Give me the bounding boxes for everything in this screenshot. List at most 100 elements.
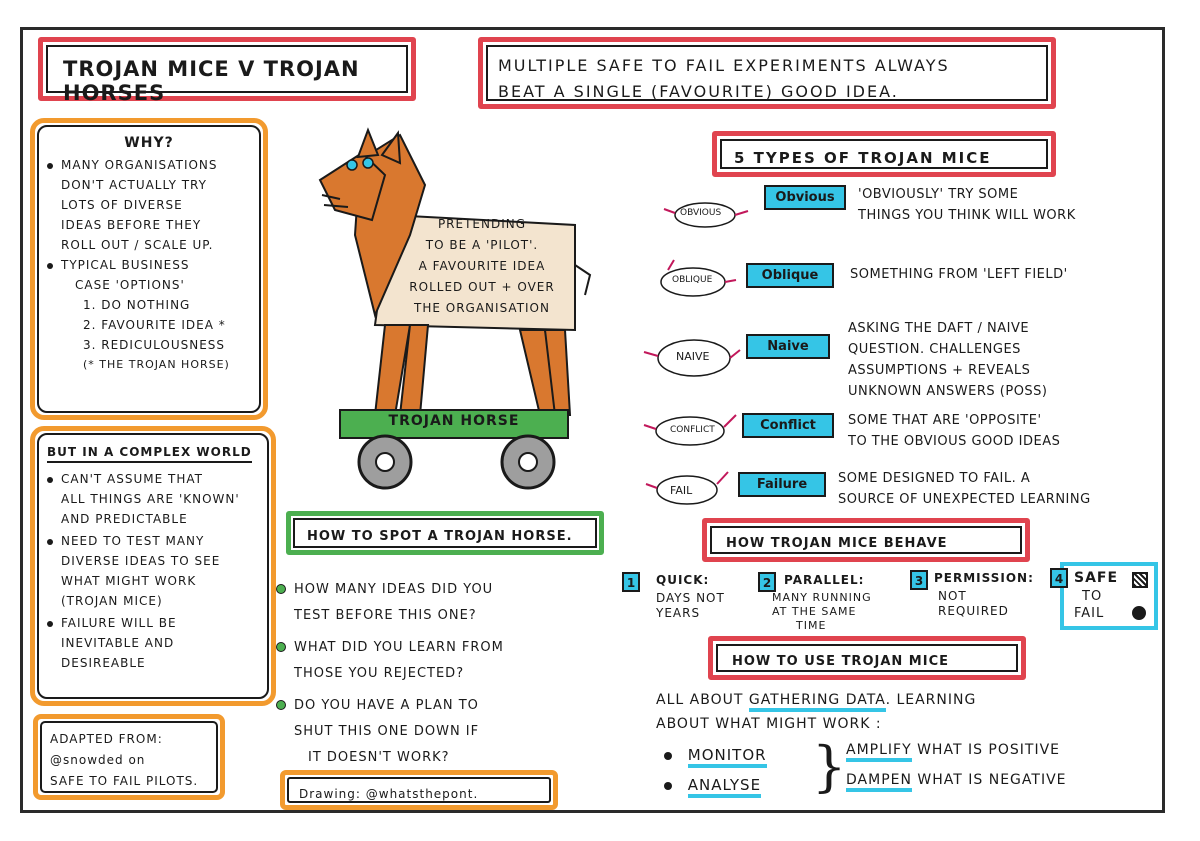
- poster-frame: [20, 27, 1165, 813]
- complex-b1-l2: all things are 'known': [61, 492, 240, 506]
- complex-b2-l2: diverse ideas to see: [61, 554, 221, 568]
- behave-sub-4-l2: fail: [1074, 606, 1105, 621]
- behave-sub-1-l1: Days not: [656, 591, 725, 605]
- spot-q2-l2: those you rejected?: [294, 666, 465, 681]
- behave-heading: How Trojan mice behave: [726, 536, 948, 551]
- spot-q1-l1: How many ideas did you: [294, 582, 494, 597]
- mouse-naive-label: Naive: [676, 350, 710, 363]
- credit-box: Adapted from: @snowded on safe to fail p…: [33, 714, 225, 800]
- horse-mouth: [321, 194, 349, 208]
- spot-question-3: Do you have a plan to shut this one down…: [276, 693, 596, 771]
- why-b1-l5: roll out / scale up.: [61, 238, 214, 252]
- horse-wheel-right-hub: [518, 452, 538, 472]
- headline-line-2: beat a single (favourite) good idea.: [498, 82, 899, 101]
- why-option-2: 2. Favourite idea *: [83, 318, 226, 332]
- spot-questions: How many ideas did you test before this …: [276, 577, 596, 771]
- desc-obvious-l1: 'Obviously' try some: [858, 187, 1019, 202]
- use-monitor-row: Monitor: [664, 746, 767, 768]
- behave-sub-3: Not required: [938, 589, 1009, 619]
- why-heading: Why?: [124, 135, 174, 151]
- credit-line-3: safe to fail pilots.: [50, 774, 199, 788]
- behave-title-2: Parallel:: [784, 573, 865, 587]
- desc-failure-l1: Some designed to fail. A: [838, 471, 1031, 486]
- tag-naive: Naive: [746, 334, 830, 359]
- spot-q2-l1: What did you learn from: [294, 640, 504, 655]
- horse-leg-4: [543, 329, 572, 416]
- horse-eye-2: [362, 157, 374, 169]
- complex-b2-l3: what might work: [61, 574, 197, 588]
- drawing-credit: Drawing: @whatsthepont.: [299, 787, 479, 801]
- behave-title-3: Permission:: [934, 571, 1034, 585]
- spot-q3-l2: shut this one down if: [294, 724, 480, 739]
- mouse-naive-icon: [643, 339, 741, 377]
- complex-b1-l1: Can't assume that: [61, 472, 203, 486]
- tag-failure: Failure: [738, 472, 826, 497]
- trojan-horse-illustration: [318, 127, 592, 490]
- mouse-oblique-label: Oblique: [672, 275, 713, 285]
- why-option-1: 1. Do nothing: [83, 298, 191, 312]
- horse-base-label: Trojan Horse: [388, 413, 520, 429]
- why-options: 1. Do nothing 2. Favourite idea * 3. Red…: [47, 295, 251, 375]
- types-heading: 5 types of Trojan mice: [734, 149, 992, 167]
- mouse-fail-icon: [645, 471, 729, 505]
- why-option-3: 3. Rediculousness: [83, 338, 226, 352]
- horse-speech-l4: rolled out + over: [409, 280, 555, 294]
- use-line-1: All about gathering data. Learning: [656, 688, 976, 712]
- use-heading-box: How to use Trojan mice: [708, 636, 1026, 680]
- desc-oblique: Something from 'left field': [850, 264, 1068, 285]
- behave-item-4: 4 Safe to fail: [1050, 562, 1158, 630]
- desc-naive: Asking the daft / naive question. Challe…: [848, 318, 1048, 402]
- complex-box: But in a complex world Can't assume that…: [30, 426, 276, 706]
- why-b2-l1: Typical business: [61, 258, 190, 272]
- use-monitor: Monitor: [687, 746, 767, 768]
- why-b1-l2: don't actually try: [61, 178, 207, 192]
- mouse-obvious-icon: [663, 202, 749, 228]
- use-dampen: Dampen: [846, 772, 912, 792]
- why-b2-l2: case 'options': [75, 278, 185, 292]
- behave-sub-2-l3: time: [796, 619, 827, 632]
- use-gathering-data: gathering data: [748, 692, 886, 712]
- behave-sub-3-l1: Not: [938, 589, 967, 603]
- complex-b2-l4: (Trojan mice): [61, 594, 163, 608]
- why-b1-l1: Many organisations: [61, 158, 218, 172]
- behave-sub-4: to fail: [1074, 588, 1104, 622]
- behave-num-2: 2: [758, 572, 776, 592]
- complex-b3-l1: Failure will be: [61, 616, 177, 630]
- spot-q1-l2: test before this one?: [294, 608, 477, 623]
- drawing-credit-box: Drawing: @whatsthepont.: [280, 770, 558, 810]
- why-box: Why? Many organisations don't actually t…: [30, 118, 268, 420]
- behave-num-1: 1: [622, 572, 640, 592]
- spot-q3-l3: it doesn't work?: [308, 750, 450, 765]
- spot-q3-l1: Do you have a plan to: [294, 698, 479, 713]
- mouse-conflict-icon: [643, 414, 737, 446]
- desc-naive-l2: question. Challenges: [848, 342, 1021, 357]
- use-analyse-bullet: [664, 781, 672, 790]
- checkbox-icon: [1132, 572, 1148, 588]
- desc-failure: Some designed to fail. A source of unexp…: [838, 468, 1091, 510]
- complex-b1-l3: and predictable: [61, 512, 188, 526]
- why-bullet-2: Typical business case 'options': [47, 255, 251, 295]
- horse-ear-2: [380, 130, 402, 165]
- behave-sub-2: Many running at the same time: [772, 591, 872, 633]
- complex-bullet-1: Can't assume that all things are 'known'…: [47, 469, 259, 529]
- behave-sub-2-l2: at the same: [772, 605, 857, 618]
- types-heading-box: 5 types of Trojan mice: [712, 131, 1056, 177]
- horse-ear-1: [356, 127, 380, 159]
- use-line-2: about what might work :: [656, 716, 882, 732]
- horse-tail: [574, 264, 592, 296]
- tag-obvious: Obvious: [764, 185, 846, 210]
- use-monitor-bullet: [664, 751, 672, 760]
- horse-speech-l5: the organisation: [414, 301, 550, 315]
- desc-conflict: Some that are 'opposite' to the obvious …: [848, 410, 1060, 452]
- tag-oblique: Oblique: [746, 263, 834, 288]
- spot-question-2: What did you learn from those you reject…: [276, 635, 596, 687]
- desc-naive-l1: Asking the daft / naive: [848, 321, 1030, 336]
- complex-b2-l1: Need to test many: [61, 534, 205, 548]
- circle-icon: [1132, 606, 1146, 620]
- spot-question-1: How many ideas did you test before this …: [276, 577, 596, 629]
- mouse-conflict-label: Conflict: [670, 425, 715, 435]
- desc-obvious: 'Obviously' try some things you think wi…: [858, 184, 1076, 226]
- brace-icon: }: [812, 735, 847, 798]
- horse-speech-l2: to be a 'pilot'.: [425, 238, 539, 252]
- use-amplify-rest: what is positive: [917, 742, 1061, 758]
